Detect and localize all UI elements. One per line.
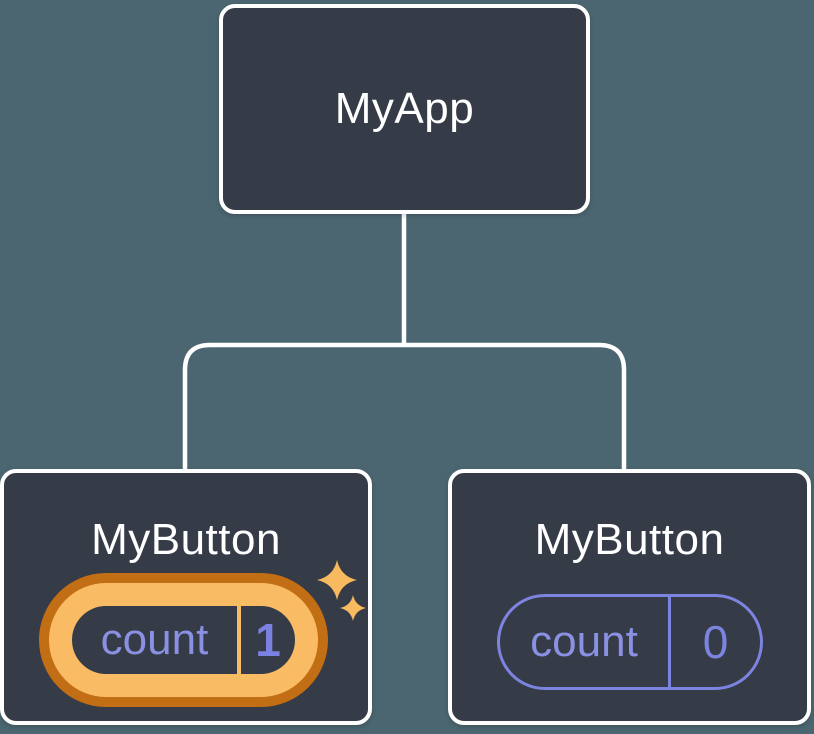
tree-node-myapp: MyApp	[219, 4, 590, 214]
tree-node-mybutton-right: MyButton count 0	[448, 469, 811, 725]
state-badge-content: count 1	[72, 606, 295, 674]
state-badge-divider	[237, 606, 241, 674]
state-badge-highlight-ring: count 1	[49, 583, 318, 697]
connector-branch	[182, 342, 627, 473]
sparkle-icon-small	[340, 595, 366, 621]
state-value: 1	[255, 614, 281, 666]
state-key-label: count	[100, 615, 209, 664]
tree-node-mybutton-left: MyButton count 1	[0, 469, 372, 725]
node-title-myapp: MyApp	[334, 84, 475, 133]
state-key-label: count	[530, 617, 638, 666]
state-badge-highlighted: count 1	[39, 573, 328, 707]
state-badge-plain: count 0	[497, 594, 763, 690]
sparkle-icon-large	[317, 560, 357, 600]
state-value: 0	[702, 616, 729, 668]
state-badge-divider	[668, 597, 671, 687]
node-title-mybutton-left: MyButton	[91, 515, 281, 564]
node-title-mybutton-right: MyButton	[534, 515, 725, 564]
